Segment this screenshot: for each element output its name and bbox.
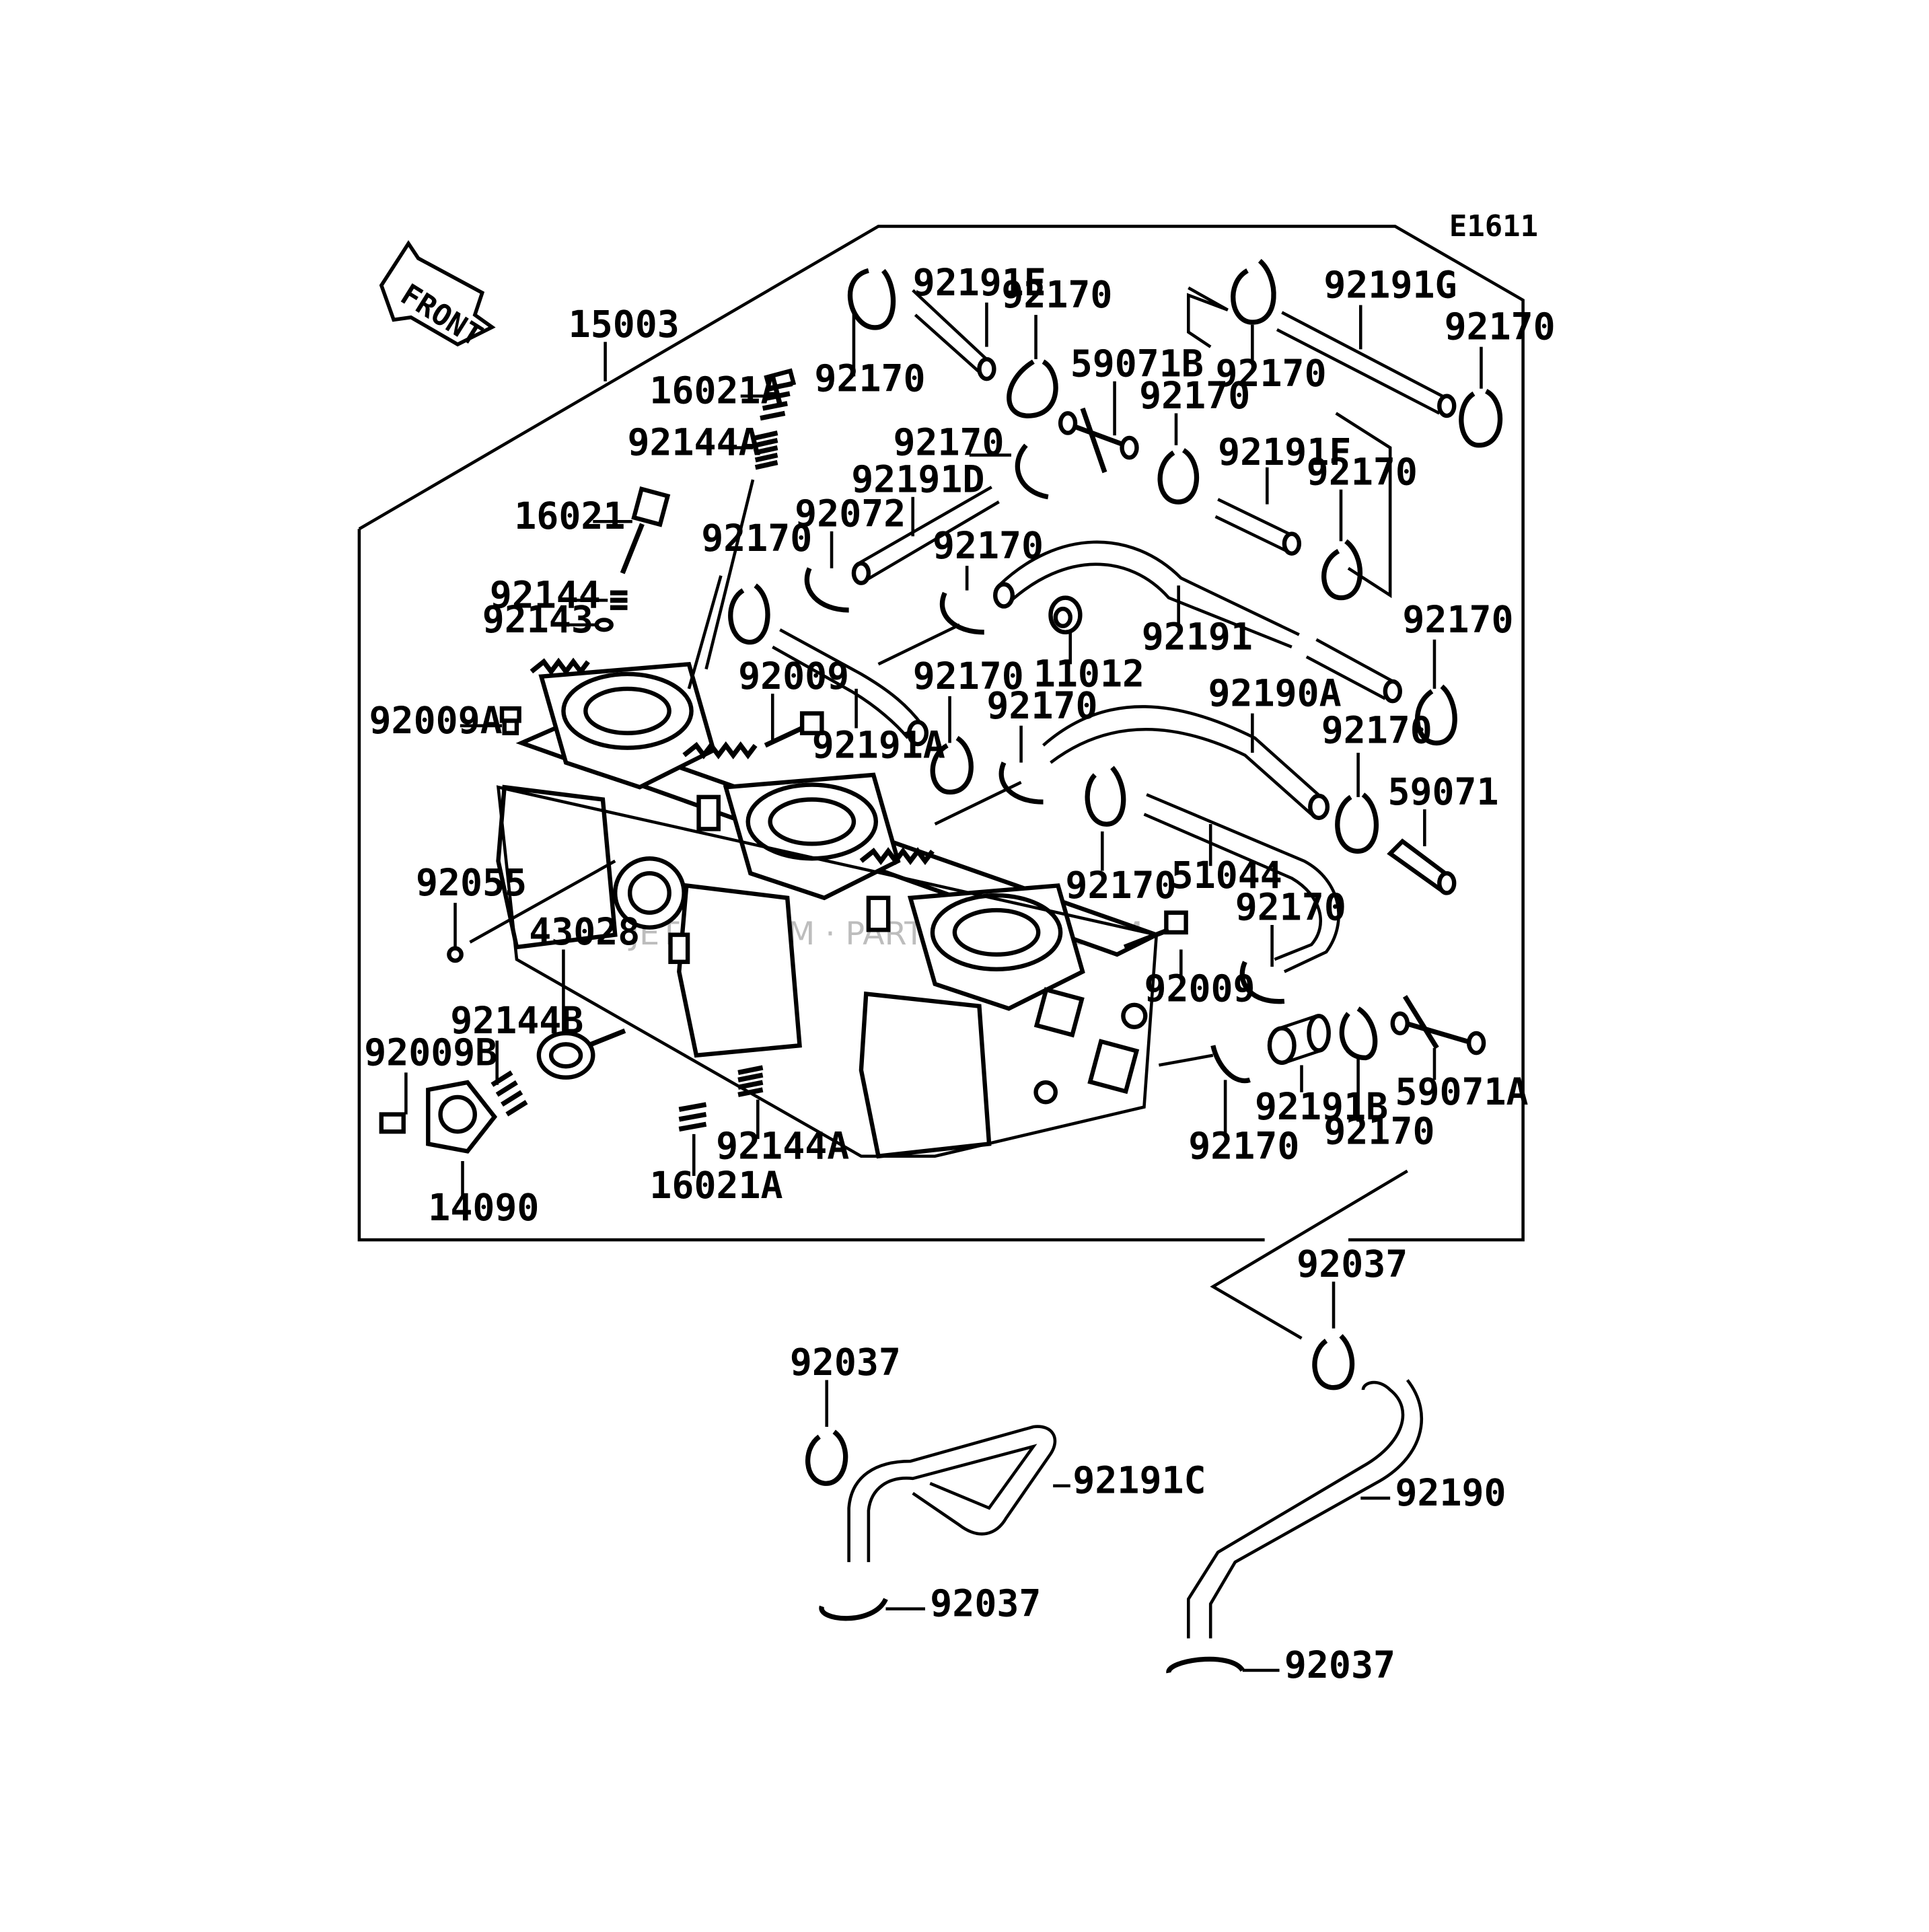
callout-92144b: 92144B — [450, 999, 583, 1042]
hose-92191d — [851, 486, 1000, 585]
callout-92191d: 92191D — [851, 457, 984, 500]
callout-92190a: 92190A — [1208, 672, 1342, 715]
fitting-59071b — [1058, 407, 1139, 474]
callout-92170: 92170 — [1216, 352, 1327, 395]
screw-16021a-bottom — [678, 1102, 707, 1132]
callout-15003: 15003 — [569, 303, 680, 346]
spring-92144a-top — [754, 431, 778, 470]
callout-92170: 92170 — [1321, 708, 1432, 751]
diagram-code: E1611 — [1449, 209, 1538, 244]
callout-92170: 92170 — [1235, 886, 1346, 929]
callout-92143: 92143 — [482, 598, 593, 641]
callout-92055: 92055 — [416, 861, 527, 904]
callout-92170: 92170 — [1139, 374, 1250, 417]
hose-51044 — [1143, 793, 1340, 973]
callout-labels: 15003 16021A 92144A 16021 92144 92143 92… — [364, 261, 1555, 1686]
callout-92170: 92170 — [814, 357, 925, 400]
callout-92009: 92009 — [738, 655, 849, 698]
callout-92170: 92170 — [1323, 1109, 1434, 1152]
callout-92144: 92144 — [490, 573, 601, 616]
callout-92170: 92170 — [933, 524, 1044, 567]
callout-92191e: 92191E — [913, 261, 1046, 304]
spring-92144b — [490, 1070, 528, 1117]
hose-92191f — [1214, 498, 1302, 556]
spring-92144a-bottom — [737, 1065, 764, 1097]
callout-16021: 16021 — [514, 494, 625, 537]
assembly-frame — [358, 225, 1525, 1242]
cover-14090 — [379, 1080, 498, 1154]
spring-92144 — [610, 590, 628, 610]
connector-line — [1210, 1169, 1408, 1340]
callout-92144a: 92144A — [628, 421, 761, 464]
screw-16021 — [620, 486, 671, 574]
bolt-92009-right — [1123, 910, 1188, 950]
hose-92191c — [847, 1425, 1057, 1563]
clamp-icon — [728, 258, 1502, 1674]
fitting-59071 — [1387, 838, 1457, 895]
fitting-11012 — [1048, 595, 1083, 635]
oring-92055 — [447, 946, 464, 963]
callout-59071a: 59071A — [1395, 1070, 1528, 1113]
callout-92009: 92009 — [1144, 967, 1255, 1010]
callout-92191b: 92191B — [1255, 1085, 1388, 1128]
callout-92170: 92170 — [893, 421, 1004, 464]
callout-92191f: 92191F — [1218, 431, 1351, 474]
screw-92009a — [499, 706, 521, 735]
callout-92037: 92037 — [1284, 1643, 1395, 1686]
callout-51044: 51044 — [1171, 854, 1282, 897]
callout-92144a: 92144A — [716, 1124, 849, 1167]
callout-92009b: 92009B — [364, 1031, 497, 1074]
bolt-92009-top — [764, 711, 824, 748]
callout-11012: 11012 — [1033, 652, 1144, 695]
callout-59071: 59071 — [1387, 770, 1498, 813]
callout-92037: 92037 — [790, 1341, 901, 1384]
front-arrow-icon: FRONT — [379, 240, 496, 353]
hose-92191b — [1267, 1014, 1331, 1065]
callout-43028: 43028 — [529, 910, 640, 953]
diaphragm-43028 — [536, 1028, 626, 1080]
callout-92170: 92170 — [1402, 598, 1513, 641]
callout-92191g: 92191G — [1323, 263, 1457, 306]
callout-92009a: 92009A — [369, 699, 503, 742]
leader-lines — [404, 302, 1483, 1672]
fitting-59071a — [1390, 995, 1486, 1055]
hose-92191g — [1276, 311, 1457, 418]
callout-92170: 92170 — [986, 684, 1097, 727]
callout-59071b: 59071B — [1070, 342, 1204, 385]
hose-92190 — [1186, 1379, 1424, 1639]
callout-92170: 92170 — [913, 655, 1024, 698]
callout-92170: 92170 — [1188, 1124, 1299, 1167]
hose-92191a — [772, 628, 929, 747]
callout-92191c: 92191C — [1072, 1459, 1206, 1502]
callout-92190: 92190 — [1395, 1471, 1506, 1514]
callout-92191: 92191 — [1142, 615, 1253, 658]
callout-92037: 92037 — [1297, 1242, 1408, 1286]
carburetor-body — [496, 657, 1162, 1159]
callout-92170: 92170 — [1001, 273, 1112, 316]
callout-92170: 92170 — [1307, 450, 1418, 493]
hose-92191e — [912, 289, 996, 381]
callout-92170: 92170 — [1445, 305, 1556, 348]
callout-92072: 92072 — [795, 492, 906, 535]
callout-92037: 92037 — [930, 1582, 1041, 1625]
callout-92170: 92170 — [701, 517, 812, 560]
hose-92190a — [1042, 705, 1330, 821]
callout-92191a: 92191A — [812, 723, 945, 766]
callout-16021a: 16021A — [649, 369, 782, 412]
callout-14090: 14090 — [428, 1186, 539, 1229]
callout-92170: 92170 — [1065, 864, 1176, 907]
hose-92191 — [993, 540, 1402, 704]
screw-16021a-top — [760, 368, 797, 421]
ring-92143 — [594, 618, 614, 632]
callout-16021a: 16021A — [649, 1164, 782, 1207]
